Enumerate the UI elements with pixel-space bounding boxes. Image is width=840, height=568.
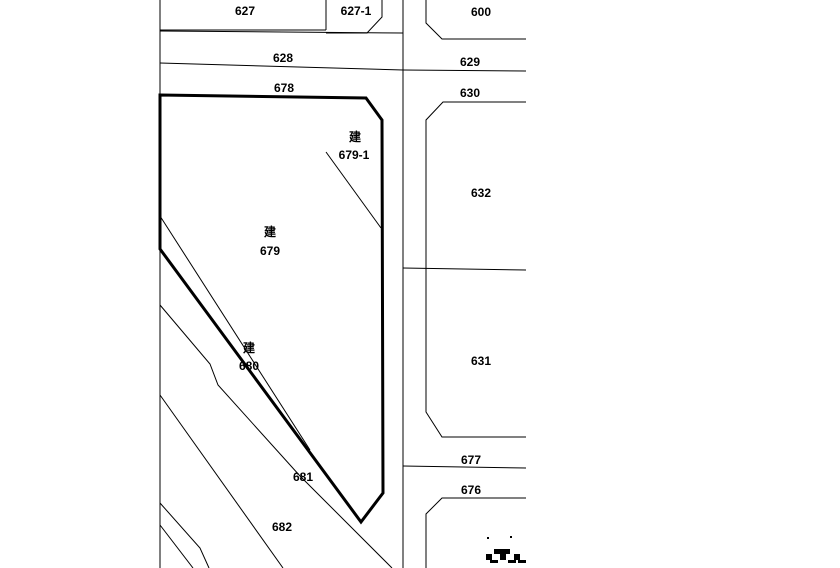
- road-677-lines: [402, 465, 527, 469]
- parcel-682-boundary: [159, 394, 284, 568]
- label-682: 682: [272, 520, 292, 534]
- label-632: 632: [471, 186, 491, 200]
- highlighted-parcel-679-outline: [158, 93, 385, 525]
- label-681: 681: [293, 470, 313, 484]
- parcel-676-boundary: [425, 497, 526, 568]
- label-627: 627: [235, 4, 255, 18]
- label-679-use: 建: [263, 224, 277, 239]
- parcel-681-boundary: [159, 304, 393, 568]
- label-678: 678: [274, 81, 294, 95]
- label-679: 679: [260, 244, 280, 258]
- label-600: 600: [471, 5, 491, 19]
- map-symbol-icon: [486, 536, 526, 563]
- parcel-632-boundary: [402, 101, 527, 271]
- label-627-1: 627-1: [341, 4, 372, 18]
- parcel-600-boundary: [425, 0, 526, 40]
- road-628-lines: [159, 30, 527, 72]
- label-679-1: 679-1: [339, 148, 370, 162]
- label-679-1-use: 建: [348, 129, 362, 144]
- label-680: 680: [239, 359, 259, 373]
- parcel-680-boundary: [159, 215, 311, 451]
- label-630: 630: [460, 86, 480, 100]
- label-628: 628: [273, 51, 293, 65]
- label-629: 629: [460, 55, 480, 69]
- parcel-679-1-divider: [325, 151, 382, 229]
- label-677: 677: [461, 453, 481, 467]
- label-676: 676: [461, 483, 481, 497]
- label-680-use: 建: [242, 340, 256, 355]
- parcel-631-boundary: [425, 268, 526, 438]
- label-631: 631: [471, 354, 491, 368]
